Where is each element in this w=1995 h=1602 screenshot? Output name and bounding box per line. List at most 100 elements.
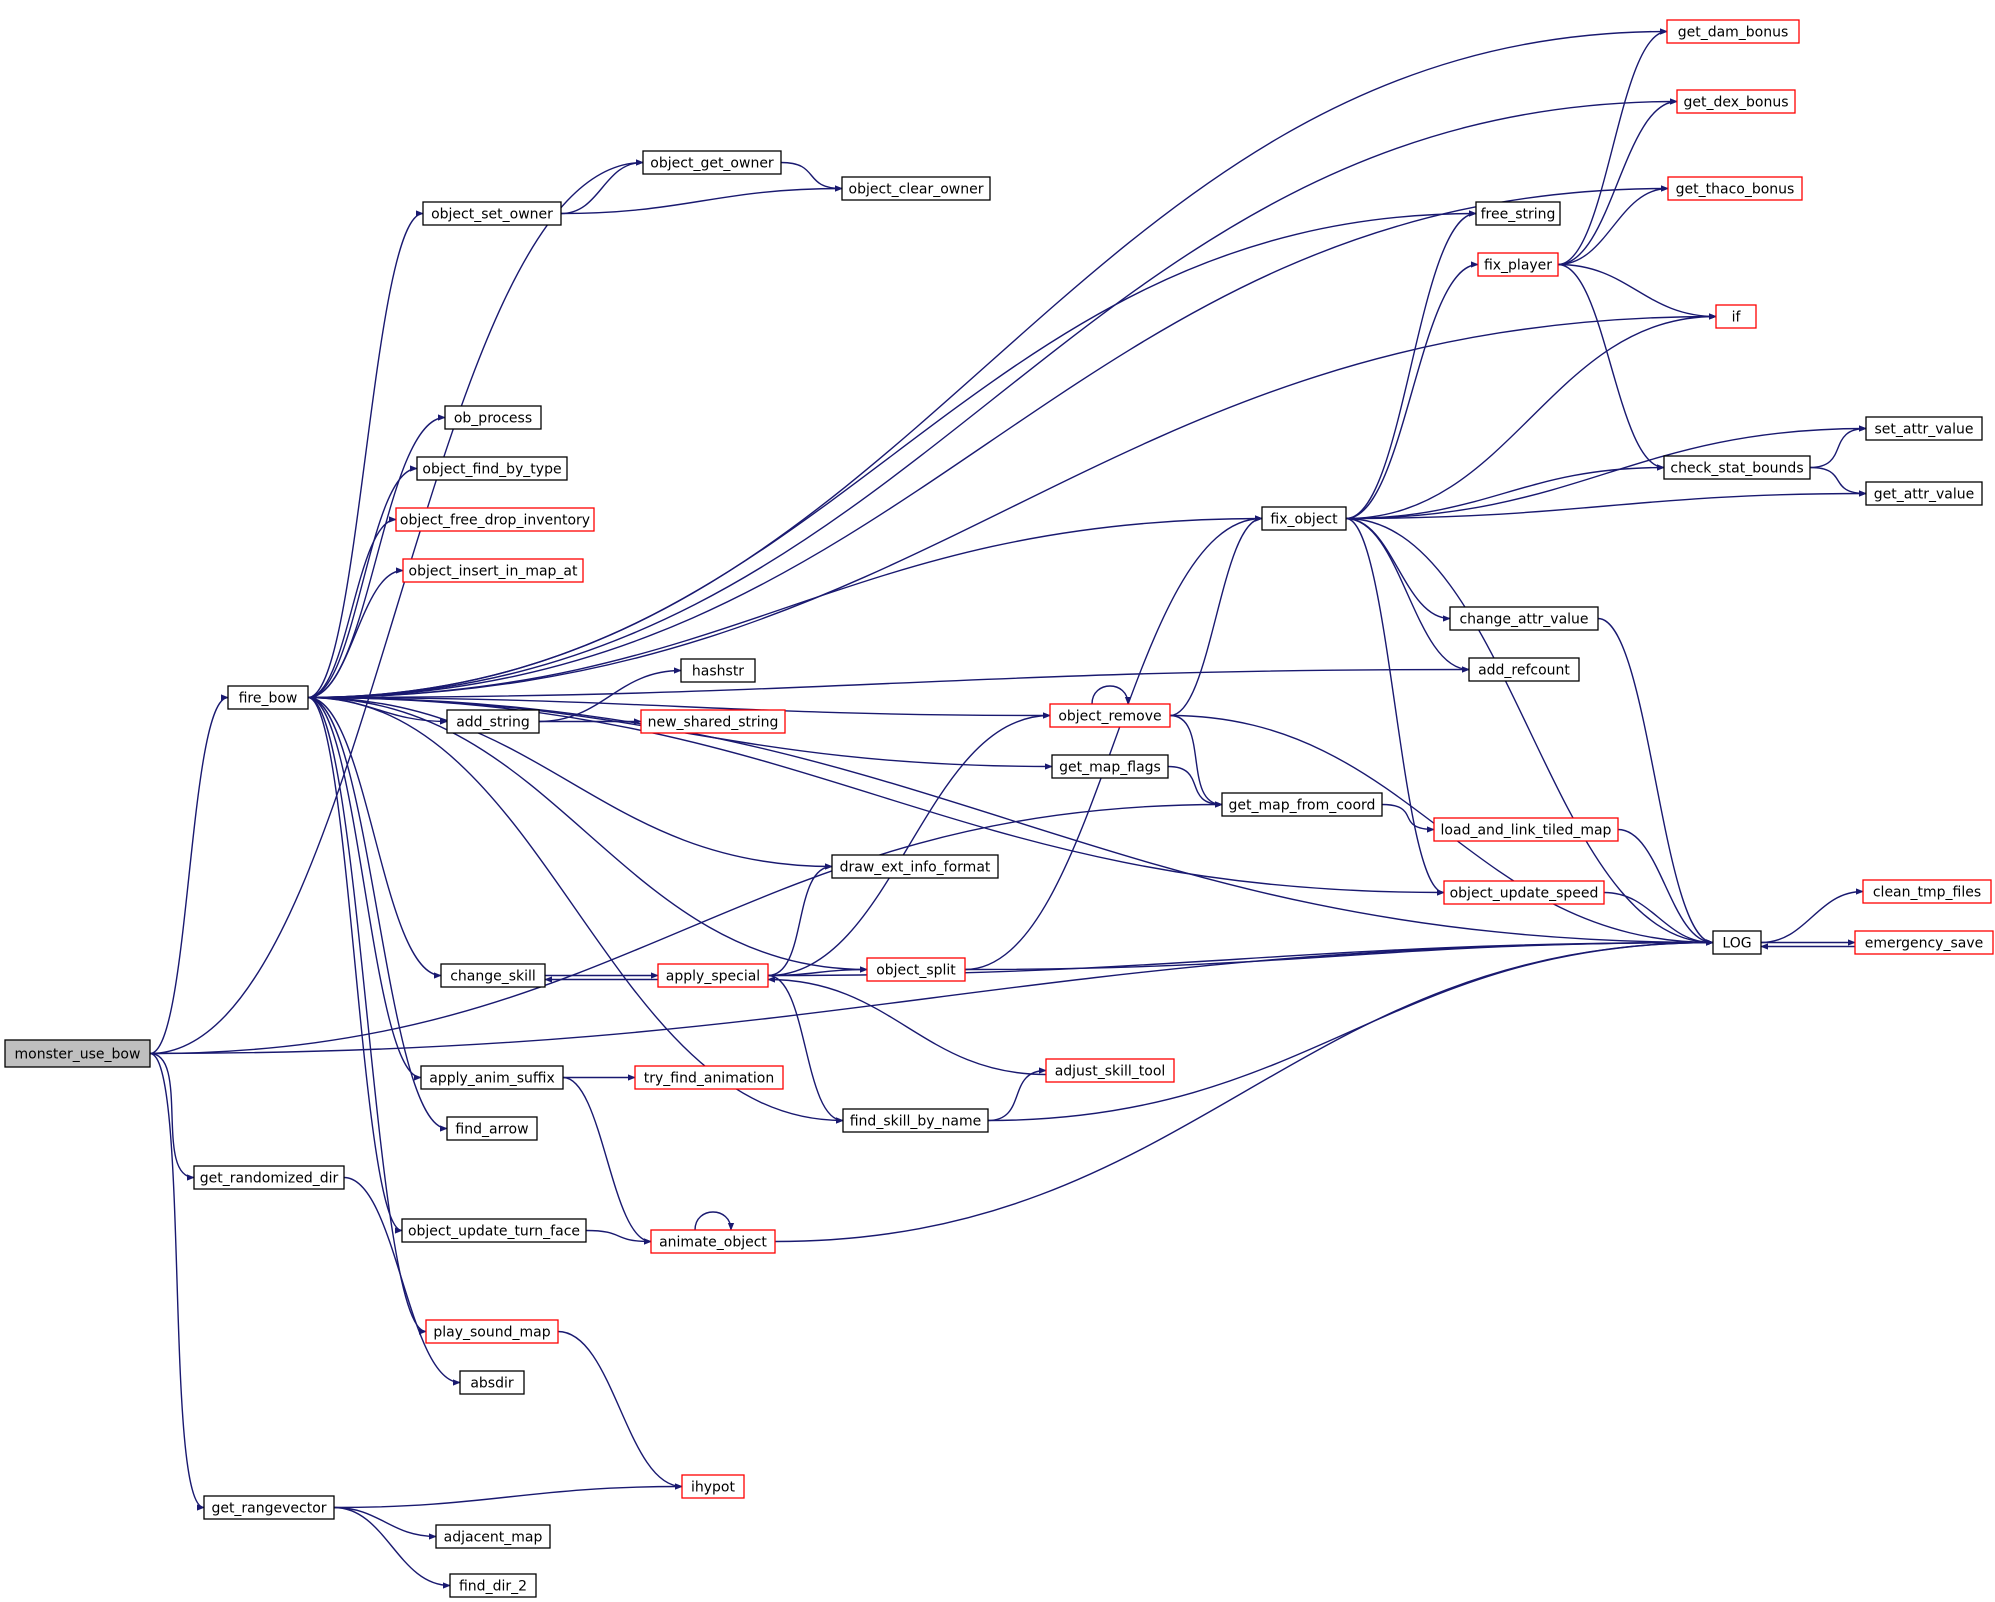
node-draw-ext-info-format[interactable]: draw_ext_info_format: [831, 854, 999, 879]
node-box[interactable]: [435, 1524, 551, 1549]
node-box[interactable]: [1667, 176, 1803, 201]
node-box[interactable]: [416, 456, 568, 481]
node-box[interactable]: [1676, 89, 1796, 114]
node-object-clear-owner[interactable]: object_clear_owner: [841, 176, 991, 201]
node-object-free-drop-inventory[interactable]: object_free_drop_inventory: [395, 507, 595, 532]
node-box[interactable]: [634, 1065, 784, 1090]
node-box[interactable]: [831, 854, 999, 879]
node-clean-tmp-files[interactable]: clean_tmp_files: [1862, 879, 1992, 904]
node-box[interactable]: [1862, 879, 1992, 904]
node-get-dam-bonus[interactable]: get_dam_bonus: [1666, 19, 1800, 44]
node-change-attr-value[interactable]: change_attr_value: [1449, 606, 1599, 631]
node-box[interactable]: [1443, 880, 1605, 905]
node-box[interactable]: [1715, 304, 1757, 329]
node-box[interactable]: [866, 957, 966, 982]
node-box[interactable]: [1712, 930, 1762, 955]
node-box[interactable]: [1865, 416, 1983, 441]
node-get-thaco-bonus[interactable]: get_thaco_bonus: [1667, 176, 1803, 201]
node-box[interactable]: [1666, 19, 1800, 44]
node-box[interactable]: [440, 963, 546, 988]
node-monster-use-bow[interactable]: monster_use_bow: [4, 1039, 151, 1068]
node-object-find-by-type[interactable]: object_find_by_type: [416, 456, 568, 481]
node-box[interactable]: [4, 1039, 151, 1068]
node-object-split[interactable]: object_split: [866, 957, 966, 982]
node-box[interactable]: [449, 1573, 537, 1598]
node-box[interactable]: [425, 1319, 559, 1344]
node-box[interactable]: [841, 176, 991, 201]
node-box[interactable]: [680, 658, 756, 683]
node-ihypot[interactable]: ihypot: [681, 1474, 745, 1499]
node-apply-special[interactable]: apply_special: [657, 963, 769, 988]
node-object-insert-in-map-at[interactable]: object_insert_in_map_at: [402, 558, 584, 583]
node-if[interactable]: if: [1715, 304, 1757, 329]
node-box[interactable]: [193, 1165, 345, 1190]
node-box[interactable]: [1221, 792, 1383, 817]
node-box[interactable]: [1477, 252, 1559, 277]
node-object-update-turn-face[interactable]: object_update_turn_face: [401, 1218, 587, 1243]
node-box[interactable]: [227, 685, 309, 710]
node-ob-process[interactable]: ob_process: [444, 405, 542, 430]
node-box[interactable]: [650, 1229, 776, 1254]
node-hashstr[interactable]: hashstr: [680, 658, 756, 683]
node-box[interactable]: [446, 1116, 538, 1141]
node-box[interactable]: [395, 507, 595, 532]
node-box[interactable]: [1475, 201, 1561, 226]
node-box[interactable]: [1433, 817, 1619, 842]
node-box[interactable]: [1468, 657, 1580, 682]
node-absdir[interactable]: absdir: [459, 1370, 525, 1395]
node-find-arrow[interactable]: find_arrow: [446, 1116, 538, 1141]
node-get-map-flags[interactable]: get_map_flags: [1051, 754, 1169, 779]
node-change-skill[interactable]: change_skill: [440, 963, 546, 988]
node-box[interactable]: [402, 558, 584, 583]
node-emergency-save[interactable]: emergency_save: [1854, 930, 1994, 955]
node-box[interactable]: [420, 1065, 564, 1090]
node-find-dir-2[interactable]: find_dir_2: [449, 1573, 537, 1598]
node-adjust-skill-tool[interactable]: adjust_skill_tool: [1045, 1058, 1175, 1083]
node-box[interactable]: [203, 1495, 335, 1520]
node-box[interactable]: [401, 1218, 587, 1243]
node-box[interactable]: [640, 709, 786, 734]
node-fix-object[interactable]: fix_object: [1261, 506, 1347, 531]
node-set-attr-value[interactable]: set_attr_value: [1865, 416, 1983, 441]
node-box[interactable]: [681, 1474, 745, 1499]
node-animate-object[interactable]: animate_object: [650, 1229, 776, 1254]
node-object-remove[interactable]: object_remove: [1049, 703, 1171, 728]
node-box[interactable]: [1261, 506, 1347, 531]
node-check-stat-bounds[interactable]: check_stat_bounds: [1663, 455, 1811, 480]
node-box[interactable]: [1449, 606, 1599, 631]
node-object-get-owner[interactable]: object_get_owner: [642, 150, 782, 175]
node-get-map-from-coord[interactable]: get_map_from_coord: [1221, 792, 1383, 817]
node-box[interactable]: [657, 963, 769, 988]
node-box[interactable]: [1051, 754, 1169, 779]
node-box[interactable]: [1865, 481, 1983, 506]
node-log[interactable]: LOG: [1712, 930, 1762, 955]
node-object-update-speed[interactable]: object_update_speed: [1443, 880, 1605, 905]
node-box[interactable]: [842, 1108, 989, 1133]
node-object-set-owner[interactable]: object_set_owner: [422, 201, 562, 226]
node-box[interactable]: [1663, 455, 1811, 480]
node-get-randomized-dir[interactable]: get_randomized_dir: [193, 1165, 345, 1190]
node-box[interactable]: [1045, 1058, 1175, 1083]
node-box[interactable]: [444, 405, 542, 430]
node-box[interactable]: [642, 150, 782, 175]
node-load-and-link-tiled-map[interactable]: load_and_link_tiled_map: [1433, 817, 1619, 842]
node-get-attr-value[interactable]: get_attr_value: [1865, 481, 1983, 506]
node-add-refcount[interactable]: add_refcount: [1468, 657, 1580, 682]
node-play-sound-map[interactable]: play_sound_map: [425, 1319, 559, 1344]
node-free-string[interactable]: free_string: [1475, 201, 1561, 226]
node-apply-anim-suffix[interactable]: apply_anim_suffix: [420, 1065, 564, 1090]
node-new-shared-string[interactable]: new_shared_string: [640, 709, 786, 734]
node-box[interactable]: [1854, 930, 1994, 955]
node-try-find-animation[interactable]: try_find_animation: [634, 1065, 784, 1090]
node-fire-bow[interactable]: fire_bow: [227, 685, 309, 710]
node-box[interactable]: [422, 201, 562, 226]
node-get-rangevector[interactable]: get_rangevector: [203, 1495, 335, 1520]
node-box[interactable]: [446, 709, 540, 734]
node-box[interactable]: [1049, 703, 1171, 728]
node-find-skill-by-name[interactable]: find_skill_by_name: [842, 1108, 989, 1133]
node-add-string[interactable]: add_string: [446, 709, 540, 734]
node-box[interactable]: [459, 1370, 525, 1395]
node-get-dex-bonus[interactable]: get_dex_bonus: [1676, 89, 1796, 114]
node-adjacent-map[interactable]: adjacent_map: [435, 1524, 551, 1549]
node-fix-player[interactable]: fix_player: [1477, 252, 1559, 277]
